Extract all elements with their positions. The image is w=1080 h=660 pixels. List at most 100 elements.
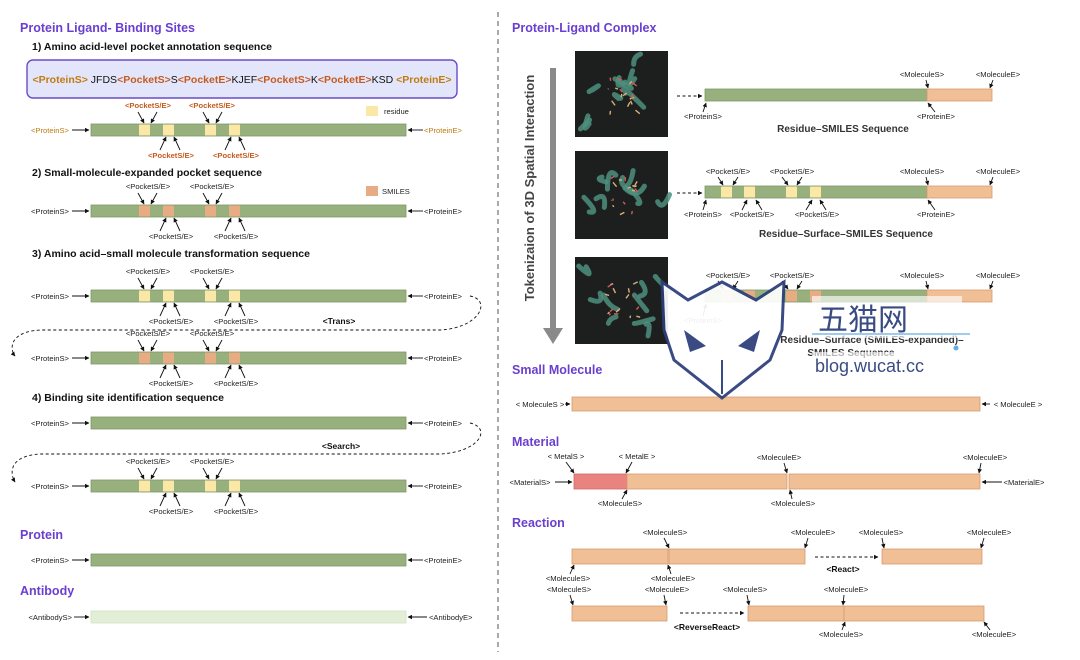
complex1-caption: Residue–SMILES Sequence bbox=[777, 124, 909, 135]
antibody-title: Antibody bbox=[20, 584, 74, 598]
ligand-bond bbox=[632, 295, 635, 298]
watermark-dot bbox=[953, 345, 959, 351]
arrow-pocket bbox=[215, 111, 223, 124]
protein-ribbon bbox=[628, 187, 643, 206]
molecule-image-2 bbox=[575, 151, 673, 239]
protein-ribbon bbox=[581, 194, 597, 215]
p1-molS: <MoleculeS> bbox=[859, 528, 904, 537]
protein-title: Protein bbox=[20, 528, 63, 542]
arrow-mat-ms bbox=[621, 489, 628, 500]
small-molecule-bar bbox=[571, 396, 981, 412]
pocket-segment bbox=[205, 352, 216, 364]
molecule-image-3 bbox=[575, 257, 673, 344]
ligand-bond bbox=[622, 201, 626, 205]
pocket-label-top: <PocketS/E> bbox=[125, 101, 172, 110]
arrow-r1b bbox=[804, 537, 809, 549]
vertical-arrow-head bbox=[543, 328, 563, 344]
ligand-bond bbox=[635, 109, 641, 115]
arrow-pocket bbox=[202, 467, 210, 480]
metal-start-label: < MetalS > bbox=[548, 452, 585, 461]
arrow-rr5 bbox=[841, 621, 846, 631]
protein-ribbon bbox=[625, 168, 636, 188]
protein-end-label: <ProteinE> bbox=[424, 354, 463, 363]
protein-bar bbox=[90, 553, 407, 567]
ligand-bond bbox=[614, 87, 619, 90]
metal-bar bbox=[573, 473, 628, 490]
complex1-protein-end: <ProteinE> bbox=[917, 112, 956, 121]
arrow-pocket bbox=[215, 467, 223, 480]
arrow-c1-me bbox=[989, 79, 994, 89]
arrow-mat-me2 bbox=[977, 462, 983, 474]
protein-bar bbox=[90, 289, 407, 303]
s1-title: 1) Amino acid-level pocket annotation se… bbox=[32, 41, 272, 53]
protein-ribbon bbox=[621, 86, 647, 110]
protein-ribbon bbox=[655, 192, 673, 208]
arrow-pocket bbox=[202, 111, 210, 124]
p1-molE: <MoleculeE> bbox=[967, 528, 1012, 537]
small-molecule-title: Small Molecule bbox=[512, 363, 602, 377]
protein-ribbon bbox=[631, 316, 656, 327]
complex2-pocket-bottom: <PocketS/E> bbox=[795, 210, 840, 219]
pocket-label-bottom: <PocketS/E> bbox=[149, 379, 194, 388]
arrow-pocket bbox=[796, 176, 803, 186]
protein-ribbon bbox=[593, 193, 608, 210]
arrow-pocket bbox=[150, 192, 158, 205]
trans-connector bbox=[10, 295, 482, 357]
ligand-bond bbox=[631, 189, 636, 192]
pocket-segment bbox=[163, 480, 174, 492]
arrow-pocket bbox=[173, 136, 181, 151]
arrow-r1d bbox=[667, 564, 672, 575]
sequence-token: <ProteinE> bbox=[396, 74, 451, 86]
pocket-label-bottom: <PocketS/E> bbox=[214, 232, 259, 241]
arrow-pocket bbox=[173, 302, 181, 317]
pocket-label-bottom: <PocketS/E> bbox=[214, 507, 259, 516]
pocket-label-top: <PocketS/E> bbox=[190, 182, 235, 191]
pocket-segment bbox=[163, 352, 174, 364]
r1-molE: <MoleculeE> bbox=[791, 528, 836, 537]
arrow-pocket bbox=[202, 277, 210, 290]
vertical-arrow-shaft bbox=[550, 68, 556, 330]
protein-ribbon bbox=[637, 279, 648, 299]
expanded-surface-segment bbox=[786, 290, 797, 302]
material-molecule-end-1: <MoleculeE> bbox=[757, 453, 802, 462]
s2-title: 2) Small-molecule-expanded pocket sequen… bbox=[32, 167, 262, 179]
reactant-bar bbox=[571, 548, 669, 565]
complex2-protein-end: <ProteinE> bbox=[917, 210, 956, 219]
arrow-pocket bbox=[755, 199, 763, 211]
arrow-pocket bbox=[238, 364, 246, 379]
complex3-molecule-start: <MoleculeS> bbox=[900, 271, 945, 280]
arrow-rr1 bbox=[569, 594, 574, 606]
ligand-bond bbox=[612, 204, 615, 208]
protein-start-label: <ProteinS> bbox=[31, 207, 70, 216]
protein-end-label: <ProteinE> bbox=[424, 419, 463, 428]
complex3-pocket-top: <PocketS/E> bbox=[706, 271, 751, 280]
complex2-pocket-bottom: <PocketS/E> bbox=[730, 210, 775, 219]
material-molecule-bar bbox=[626, 473, 788, 490]
arrow-pocket bbox=[173, 217, 181, 232]
reverse-reactant-bar bbox=[747, 605, 845, 622]
cat-eye-right-icon bbox=[738, 330, 760, 352]
metal-end-label: < MetalE > bbox=[619, 452, 656, 461]
sequence-token: <PocketS> bbox=[117, 74, 171, 86]
pocket-label-top: <PocketS/E> bbox=[126, 182, 171, 191]
ligand-bond bbox=[612, 181, 618, 188]
arrow-p1 bbox=[880, 537, 886, 549]
arrow-pocket bbox=[137, 192, 145, 205]
reactant-bar bbox=[668, 548, 806, 565]
arrow-pocket bbox=[238, 217, 246, 232]
protein-ribbon bbox=[601, 292, 620, 312]
pocket-segment bbox=[163, 290, 174, 302]
ligand-bond bbox=[634, 181, 638, 186]
ligand-bond bbox=[629, 100, 633, 105]
arrow-pocket bbox=[173, 492, 181, 507]
sequence-token: <PocketS> bbox=[257, 74, 311, 86]
protein-end-label: <ProteinE> bbox=[424, 207, 463, 216]
legend-smiles-label: SMILES bbox=[382, 187, 410, 196]
rr-molE3: <MoleculeE> bbox=[972, 630, 1017, 639]
complex-smiles-bar bbox=[926, 88, 993, 102]
ligand-bond bbox=[633, 185, 637, 188]
arrow-c3-ms bbox=[924, 280, 930, 290]
sequence-token: <PocketE> bbox=[178, 74, 232, 86]
